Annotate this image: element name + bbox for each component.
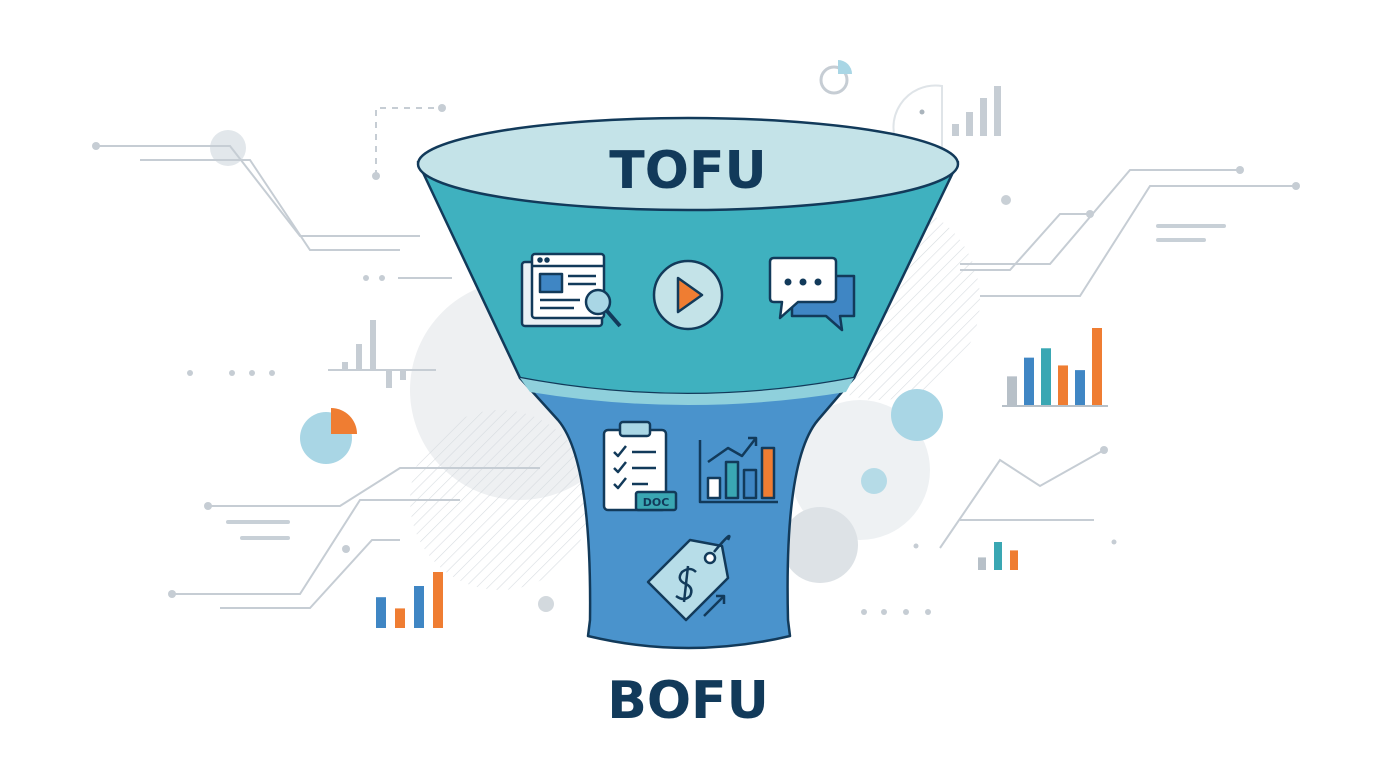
decor-bar bbox=[1041, 348, 1051, 406]
blog-article-search-icon bbox=[520, 252, 622, 328]
circuit-nodes-left bbox=[92, 104, 446, 598]
video-play-icon bbox=[652, 259, 724, 331]
bg-hatch-circle bbox=[410, 410, 590, 590]
doc-badge-text: DOC bbox=[643, 496, 670, 509]
circuit-nodes-right bbox=[861, 166, 1300, 615]
funnel-rim bbox=[416, 116, 960, 212]
mini-bars-top-right bbox=[952, 86, 1001, 136]
circuit-lines-left bbox=[96, 107, 540, 609]
decor-bar bbox=[395, 608, 405, 628]
price-tag-icon bbox=[646, 534, 731, 622]
bg-dot bbox=[919, 109, 925, 115]
chat-bubbles-icon bbox=[768, 256, 856, 332]
mini-pie-top bbox=[819, 60, 852, 95]
funnel-divider-band bbox=[520, 378, 854, 405]
tofu-label: TOFU bbox=[609, 141, 766, 201]
decor-bar bbox=[1058, 365, 1068, 406]
decor-bar bbox=[1024, 357, 1034, 406]
legend-lines-left bbox=[226, 520, 290, 540]
decor-bar bbox=[376, 597, 386, 628]
bar-chart-right bbox=[1007, 328, 1102, 406]
bg-dot bbox=[538, 596, 554, 612]
pie-chart-left bbox=[300, 408, 357, 464]
decor-bar bbox=[1007, 376, 1017, 406]
mini-bars-left bbox=[342, 320, 406, 388]
circuit-lines-right bbox=[939, 169, 1296, 549]
bar-chart-small bbox=[978, 542, 1018, 570]
bg-dot bbox=[210, 130, 246, 166]
decor-bar bbox=[978, 557, 986, 570]
bg-dot bbox=[861, 468, 887, 494]
decor-bar bbox=[1075, 370, 1085, 406]
legend-lines-right bbox=[1156, 224, 1226, 242]
bar-chart-left bbox=[376, 572, 443, 628]
decor-bar bbox=[1092, 328, 1102, 406]
bg-blob bbox=[790, 400, 930, 540]
bg-dot bbox=[1001, 195, 1011, 205]
decor-bar bbox=[414, 586, 424, 628]
growth-chart-icon bbox=[698, 436, 778, 504]
decor-bar bbox=[994, 542, 1002, 570]
bg-blob bbox=[782, 507, 858, 583]
bg-dot bbox=[891, 389, 943, 441]
checklist-document-icon bbox=[602, 420, 678, 512]
bofu-label: BOFU bbox=[607, 671, 769, 731]
decor-bar bbox=[1010, 550, 1018, 570]
decor-bar bbox=[433, 572, 443, 628]
